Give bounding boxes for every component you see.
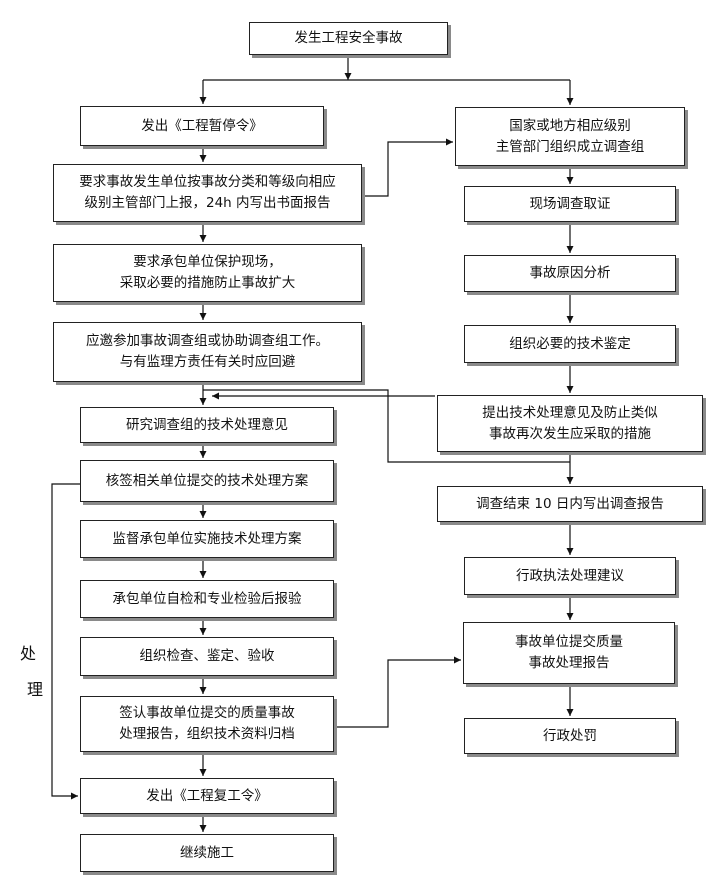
tech-appraisal-box: 组织必要的技术鉴定 (464, 325, 676, 363)
protect-scene-box: 要求承包单位保护现场， 采取必要的措施防止事故扩大 (53, 244, 362, 302)
inspect-accept-box: 组织检查、鉴定、验收 (80, 637, 334, 676)
submit-quality-report-box: 事故单位提交质量 事故处理报告 (463, 622, 675, 684)
form-group-box: 国家或地方相应级别 主管部门组织成立调查组 (455, 107, 685, 166)
stop-order-box: 发出《工程暂停令》 (80, 106, 324, 146)
admin-suggestion-text: 行政执法处理建议 (516, 567, 624, 584)
sign-report-line1: 签认事故单位提交的质量事故 (119, 705, 295, 721)
sign-plan-box: 核签相关单位提交的技术处理方案 (80, 460, 334, 502)
continue-work-box: 继续施工 (80, 834, 334, 872)
supervise-plan-box: 监督承包单位实施技术处理方案 (80, 520, 334, 558)
resume-order-box: 发出《工程复工令》 (80, 778, 334, 814)
continue-work-text: 继续施工 (180, 844, 234, 861)
propose-measures-line1: 提出技术处理意见及防止类似 (482, 404, 658, 421)
supervise-plan-text: 监督承包单位实施技术处理方案 (112, 530, 302, 547)
cause-analysis-text: 事故原因分析 (529, 265, 611, 281)
admin-penalty-box: 行政处罚 (464, 718, 676, 754)
report-text-line1: 要求事故发生单位按事故分类和等级向相应 (79, 174, 336, 190)
protect-scene-line2: 采取必要的措施防止事故扩大 (119, 275, 296, 291)
form-group-line1: 国家或地方相应级别 (509, 117, 631, 134)
site-evidence-text: 现场调查取证 (529, 195, 611, 212)
side-label-char-1: 处 (20, 644, 37, 663)
study-opinion-box: 研究调查组的技术处理意见 (80, 407, 334, 443)
form-group-line2: 主管部门组织成立调查组 (495, 138, 645, 155)
admin-penalty-text: 行政处罚 (543, 727, 597, 744)
stop-order-text: 发出《工程暂停令》 (141, 117, 263, 134)
join-investigation-line2: 与有监理方责任有关时应回避 (119, 354, 296, 370)
cause-analysis-box: 事故原因分析 (464, 255, 676, 292)
submit-quality-report-line2: 事故处理报告 (528, 655, 610, 671)
investigation-report-text: 调查结束 10 日内写出调查报告 (476, 495, 664, 512)
report-box: 要求事故发生单位按事故分类和等级向相应 级别主管部门上报，24h 内写出书面报告 (53, 164, 362, 222)
submit-quality-report-line1: 事故单位提交质量 (515, 634, 623, 650)
join-investigation-line1: 应邀参加事故调查组或协助调查组工作。 (86, 333, 329, 349)
side-label-char-2: 理 (27, 680, 44, 699)
sign-report-line2: 处理报告，组织技术资料归档 (119, 726, 295, 742)
report-text-line2: 级别主管部门上报，24h 内写出书面报告 (84, 195, 331, 211)
tech-appraisal-text: 组织必要的技术鉴定 (509, 335, 631, 352)
admin-suggestion-box: 行政执法处理建议 (464, 557, 676, 595)
site-evidence-box: 现场调查取证 (464, 186, 676, 222)
protect-scene-line1: 要求承包单位保护现场， (133, 254, 282, 270)
resume-order-text: 发出《工程复工令》 (146, 787, 268, 804)
sign-plan-text: 核签相关单位提交的技术处理方案 (105, 472, 309, 489)
study-opinion-text: 研究调查组的技术处理意见 (126, 416, 288, 433)
propose-measures-box: 提出技术处理意见及防止类似 事故再次发生应采取的措施 (437, 395, 703, 452)
accident-occurs-text: 发生工程安全事故 (294, 30, 403, 46)
sign-report-box: 签认事故单位提交的质量事故 处理报告，组织技术资料归档 (80, 696, 334, 752)
join-investigation-box: 应邀参加事故调查组或协助调查组工作。 与有监理方责任有关时应回避 (53, 322, 362, 382)
accident-occurs-box: 发生工程安全事故 (249, 22, 448, 55)
propose-measures-line2: 事故再次发生应采取的措施 (489, 425, 651, 442)
inspect-accept-text: 组织检查、鉴定、验收 (139, 648, 275, 664)
self-check-box: 承包单位自检和专业检验后报验 (80, 580, 334, 618)
investigation-report-box: 调查结束 10 日内写出调查报告 (437, 486, 703, 522)
self-check-text: 承包单位自检和专业检验后报验 (112, 590, 302, 607)
